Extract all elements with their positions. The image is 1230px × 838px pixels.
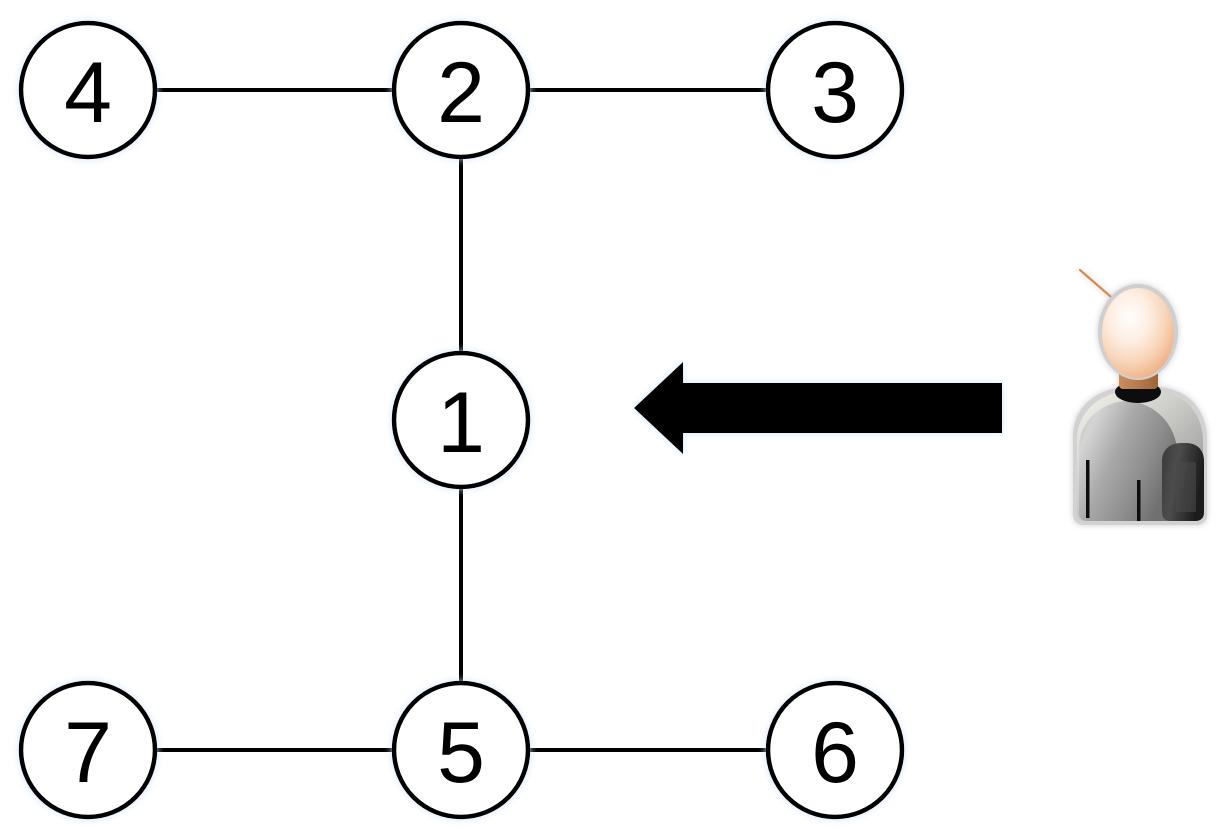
node-5-circle[interactable] (391, 680, 531, 820)
node-6-label: 6 (811, 705, 859, 801)
node-3-label: 3 (811, 45, 859, 141)
edge-group (155, 88, 768, 752)
node-7-circle[interactable] (18, 680, 158, 820)
arrow-left-icon[interactable] (634, 362, 1002, 454)
node-6-circle[interactable] (765, 680, 905, 820)
actor-seam-left (1086, 460, 1090, 518)
node-3[interactable]: 3 (765, 20, 905, 160)
actor-seam-right (1137, 480, 1141, 521)
node-5-label: 5 (437, 705, 485, 801)
node-5[interactable]: 5 (391, 680, 531, 820)
node-3-circle[interactable] (765, 20, 905, 160)
node-4-label: 4 (64, 45, 112, 141)
actor-torso (1079, 401, 1177, 521)
node-6[interactable]: 6 (765, 680, 905, 820)
node-1[interactable]: 1 (391, 350, 531, 490)
node-1-label: 1 (437, 375, 485, 471)
node-7[interactable]: 7 (18, 680, 158, 820)
node-2-circle[interactable] (391, 20, 531, 160)
node-7-label: 7 (64, 705, 112, 801)
actor-arm-highlight (1176, 462, 1196, 512)
node-4[interactable]: 4 (18, 20, 158, 160)
node-2[interactable]: 2 (391, 20, 531, 160)
node-2-label: 2 (437, 45, 485, 141)
node-group: 4 2 3 1 7 5 (18, 20, 905, 820)
node-4-circle[interactable] (18, 20, 158, 160)
node-1-circle[interactable] (391, 350, 531, 490)
actor-head (1102, 288, 1174, 378)
user-actor-icon[interactable] (1073, 268, 1207, 525)
left-arrow[interactable] (634, 362, 1002, 454)
